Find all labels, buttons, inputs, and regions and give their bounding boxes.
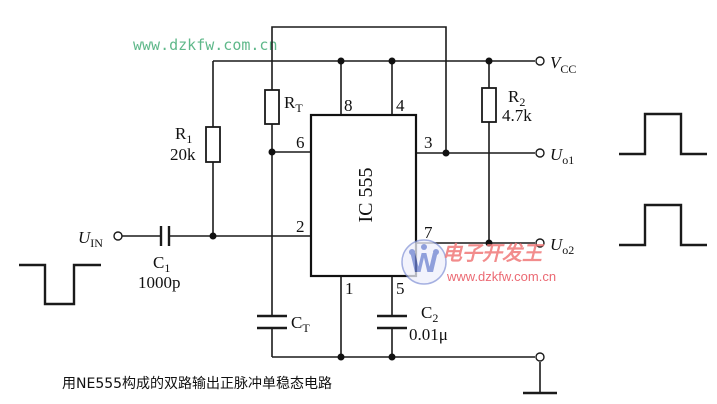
junction-pin7 [485, 239, 493, 247]
r1-name: R1 [175, 124, 192, 146]
watermark-url-top: www.dzkfw.com.cn [133, 36, 278, 54]
pin-3-label: 3 [424, 133, 433, 152]
junction-c2-gnd [388, 353, 396, 361]
vcc-label: VCC [550, 53, 576, 76]
terminal-uo1 [535, 148, 545, 158]
uin-label: UIN [78, 228, 103, 250]
output2-waveform-positive-pulse [619, 203, 707, 247]
logo-dot-right-icon [433, 249, 439, 255]
logo-dot-left-icon [409, 249, 415, 255]
c1-value: 1000p [138, 273, 181, 292]
resistor-r2 [481, 87, 497, 123]
c1-name: C1 [153, 253, 170, 275]
logo-letter: W [410, 249, 439, 279]
pin-1-label: 1 [345, 279, 354, 298]
terminal-uo2 [535, 238, 545, 248]
uo2-label: Uo2 [550, 235, 574, 257]
terminal-vcc [535, 56, 545, 66]
pin-8-label: 8 [344, 96, 353, 115]
ct-name: CT [291, 313, 310, 335]
ic-555-body [309, 113, 418, 278]
c2-value: 0.01μ [409, 325, 448, 344]
watermark-site-name: 电子开发王 [442, 241, 545, 265]
pin-6-label: 6 [296, 133, 305, 152]
junction-pin6 [268, 148, 276, 156]
r2-name: R2 [508, 87, 525, 109]
junction-pin3 [442, 149, 450, 157]
pin-7-label: 7 [424, 223, 433, 242]
junction-r1-pin2 [209, 232, 217, 240]
logo-dot-mid-icon [421, 244, 427, 250]
rt-name: RT [284, 93, 303, 115]
resistor-rt [264, 89, 280, 125]
r2-value: 4.7k [502, 106, 532, 125]
uo1-label: Uo1 [550, 145, 574, 167]
input-waveform-negative-pulse [19, 263, 101, 306]
figure-caption: 用NE555构成的双路输出正脉冲单稳态电路 [62, 376, 332, 392]
c2-name: C2 [421, 303, 438, 325]
pin-5-label: 5 [396, 279, 405, 298]
terminal-ground [535, 352, 545, 362]
resistor-r1 [205, 126, 221, 163]
junction-r2-vcc [485, 57, 493, 65]
junction-pin8 [337, 57, 345, 65]
wire-top-loop [271, 26, 447, 153]
ic-label: IC 555 [355, 168, 377, 223]
output1-waveform-positive-pulse [619, 112, 707, 156]
r1-value: 20k [170, 145, 196, 164]
watermark-logo: W [401, 239, 447, 285]
pin-4-label: 4 [396, 96, 405, 115]
junction-pin1-gnd [337, 353, 345, 361]
watermark-url-logo: www.dzkfw.com.cn [446, 269, 556, 284]
terminal-uin [113, 231, 123, 241]
junction-pin4 [388, 57, 396, 65]
pin-2-label: 2 [296, 217, 305, 236]
